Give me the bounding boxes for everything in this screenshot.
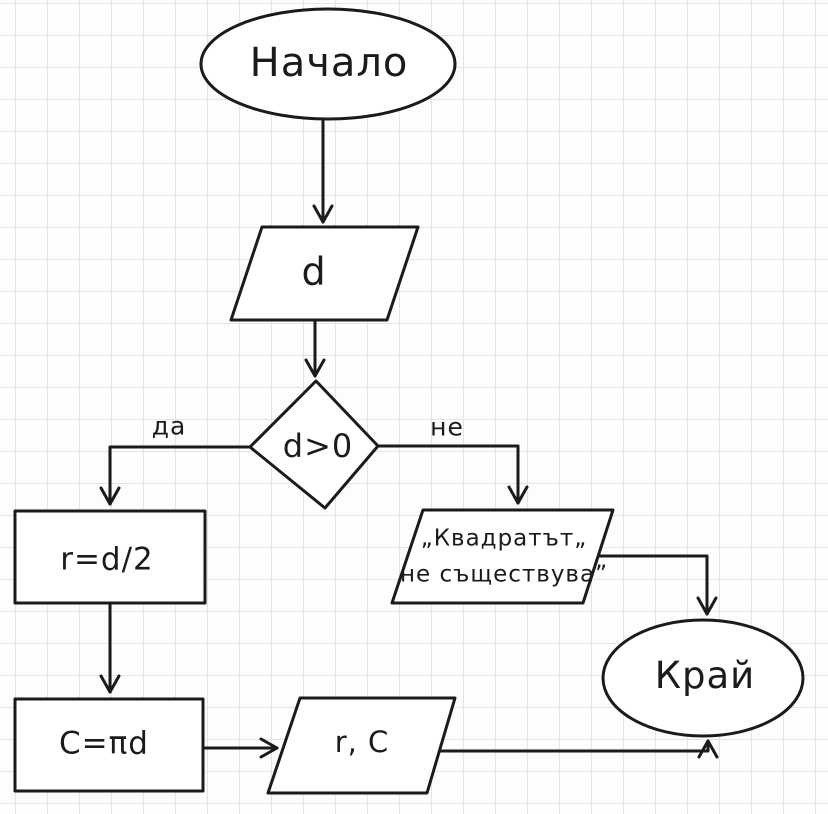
process-c-rect xyxy=(13,697,205,793)
input-d-parallelogram xyxy=(229,225,420,322)
message-label-line2: не съществува” xyxy=(400,561,608,587)
branch-no-label: не xyxy=(430,412,464,442)
output-parallelogram xyxy=(266,696,457,795)
decision-label: d>0 xyxy=(282,427,354,465)
output-rc-label: r, C xyxy=(334,724,390,759)
decision-diamond xyxy=(248,379,380,510)
branch-yes-label: да xyxy=(151,411,187,441)
edge-decision-yes xyxy=(99,445,252,506)
edge-decision-no xyxy=(376,444,529,505)
start-terminator-shape xyxy=(199,7,457,121)
message-label: „Квадратът„ не съществува” xyxy=(400,521,608,592)
end-terminator-shape xyxy=(601,618,805,738)
edge-message-to-end xyxy=(596,554,718,616)
edge-output-to-end xyxy=(438,739,719,759)
process-r-rect xyxy=(13,509,207,605)
input-d-label: d xyxy=(301,249,327,294)
process-r-label: r=d/2 xyxy=(60,541,154,578)
nodes xyxy=(13,7,805,795)
end-node-label: Край xyxy=(654,653,756,697)
start-node-label: Начало xyxy=(249,40,409,86)
process-c-label: C=πd xyxy=(59,725,149,762)
message-parallelogram xyxy=(390,508,615,605)
message-label-line1: „Квадратът„ xyxy=(420,525,588,552)
edges xyxy=(99,118,719,759)
